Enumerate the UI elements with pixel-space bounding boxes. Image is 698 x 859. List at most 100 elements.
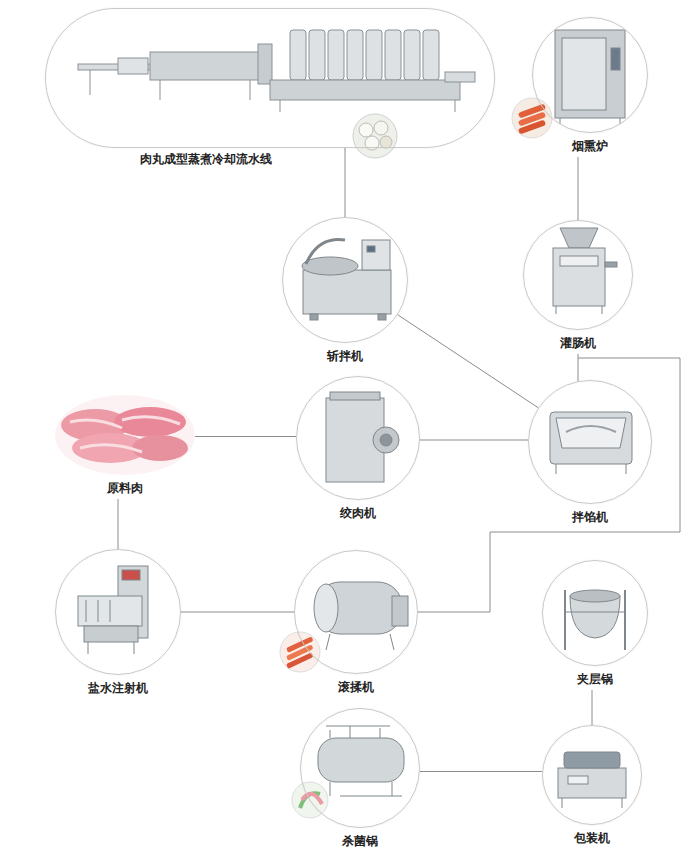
tumbler-part — [390, 634, 394, 650]
machine-circle — [55, 549, 181, 675]
product-photo-part — [302, 794, 322, 804]
tumbler-part — [314, 584, 338, 632]
production-line-part — [90, 70, 91, 95]
production-line-part — [328, 30, 344, 80]
sausage-filler-part — [560, 228, 598, 248]
production-line-part — [445, 72, 475, 82]
node-label: 包装机 — [542, 830, 642, 846]
smoke-oven-part — [611, 48, 620, 70]
connector-line — [118, 499, 119, 549]
smoke-oven — [555, 30, 625, 124]
sausage-photo-part — [512, 98, 552, 138]
production-line-part — [404, 30, 420, 80]
connector-line — [398, 315, 539, 408]
meatball-photo-part — [380, 136, 392, 148]
connector-line — [592, 690, 593, 725]
jacketed-kettle-part — [624, 590, 626, 650]
brine-injector-part — [134, 642, 135, 654]
smoke-oven-part — [560, 118, 561, 124]
sterilizer — [318, 726, 404, 796]
raw-meat-photo-part — [122, 417, 180, 424]
jacketed-kettle-part — [570, 590, 620, 602]
meat-grinder-part — [380, 434, 392, 446]
production-line-part — [347, 30, 363, 80]
tumbler-part — [392, 596, 408, 626]
production-line-part — [280, 100, 281, 112]
machine-node: 滚揉机 — [294, 550, 418, 695]
machine-circle — [282, 217, 408, 343]
meatball-photo-part — [353, 114, 397, 158]
sausage-filler-part — [605, 262, 617, 267]
sterilizer-part — [330, 782, 331, 796]
tumbler — [314, 582, 408, 650]
sterilizer-part — [340, 796, 402, 797]
smoke-oven-part — [620, 118, 621, 124]
meat-strip-photo-part — [280, 632, 320, 672]
bowl-chopper-part — [306, 240, 345, 265]
smoke-oven-part — [562, 38, 606, 110]
tumbler-part — [326, 634, 330, 650]
mixer-part — [556, 464, 557, 474]
bowl-chopper-part — [367, 246, 375, 252]
mixer-part — [566, 426, 616, 432]
raw-meat-photo-part — [132, 435, 188, 461]
sausage-photo — [512, 98, 552, 138]
production-line — [78, 30, 475, 112]
packaging-machine-part — [562, 798, 563, 808]
connector-line — [181, 612, 294, 613]
mixer-part — [626, 464, 627, 474]
node-label: 烟熏炉 — [532, 138, 648, 154]
production-line-part — [455, 100, 456, 112]
sausage-filler-part — [556, 306, 557, 314]
production-line-part — [270, 80, 460, 100]
sausage-filler — [553, 228, 617, 314]
node-label: 原料肉 — [55, 480, 195, 496]
meatball-photo-part — [374, 121, 388, 135]
node-label: 拌馅机 — [528, 509, 652, 525]
connector-line — [420, 440, 528, 441]
machine-node: 烟熏炉 — [532, 17, 648, 154]
machine-circle — [300, 708, 420, 828]
sterilizer-part — [326, 726, 390, 727]
node-label: 绞肉机 — [296, 505, 420, 521]
sterilizer-part — [380, 728, 381, 738]
machine-node: 盐水注射机 — [55, 549, 181, 696]
sausage-filler-part — [553, 248, 605, 306]
bowl-chopper-part — [310, 314, 318, 320]
mixer — [550, 412, 632, 474]
machine-circle — [523, 220, 633, 330]
raw-meat-photo — [55, 395, 195, 475]
mixer-part — [550, 412, 632, 464]
machine-node: 杀菌锅 — [300, 708, 420, 849]
sausage-filler-part — [560, 256, 598, 266]
machine-node: 包装机 — [542, 725, 642, 846]
bowl-chopper-part — [303, 270, 391, 314]
node-label: 肉丸成型蒸煮冷却流水线 — [140, 151, 272, 167]
sausage-filler-part — [602, 306, 603, 314]
packaging-machine-part — [568, 776, 588, 784]
bowl-chopper — [302, 240, 391, 321]
brine-injector — [78, 566, 148, 654]
jacketed-kettle-part — [565, 612, 625, 613]
machine-circle — [528, 380, 652, 504]
meat-grinder-part — [373, 427, 399, 453]
machine-circle — [296, 376, 420, 500]
packaging-machine-part — [558, 768, 626, 798]
connector-line — [418, 358, 680, 612]
brine-injector-part — [98, 600, 99, 622]
jacketed-kettle-part — [564, 590, 566, 650]
node-label: 夹层锅 — [542, 671, 648, 687]
machine-node: 原料肉 — [55, 395, 195, 496]
sterilizer-part — [318, 738, 404, 782]
machine-circle — [294, 550, 418, 674]
production-line-part — [118, 58, 148, 74]
production-line-part — [150, 52, 260, 80]
brine-injector-part — [78, 596, 142, 626]
mixer-part — [556, 418, 626, 448]
node-label: 灌肠机 — [523, 335, 633, 351]
node-label: 斩拌机 — [282, 348, 408, 364]
sterilizer-part — [392, 782, 393, 796]
production-line-part — [258, 44, 272, 84]
smoke-oven-part — [555, 30, 625, 118]
